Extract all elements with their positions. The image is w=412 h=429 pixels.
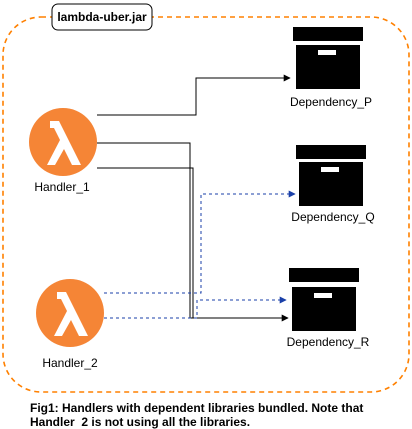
archive-box-icon bbox=[296, 145, 366, 206]
connector-handler1-dependency-p bbox=[97, 74, 291, 116]
connector-handler1-dependency-r bbox=[97, 142, 289, 322]
lambda-icon bbox=[29, 108, 97, 176]
archive-box-icon bbox=[293, 27, 363, 89]
lambda-icon bbox=[36, 279, 104, 347]
dependency-q-label: Dependency_Q bbox=[291, 210, 374, 224]
dependency-r-label: Dependency_R bbox=[287, 335, 370, 349]
connector-handler2-dependency-q bbox=[104, 190, 296, 294]
archive-box-icon bbox=[289, 268, 359, 331]
handler-2-label: Handler_2 bbox=[42, 356, 98, 370]
jar-title-box bbox=[51, 3, 153, 31]
figure-caption: Fig1: Handlers with dependent libraries … bbox=[30, 401, 405, 429]
dependency-p-label: Dependency_P bbox=[290, 95, 372, 109]
handler-1-label: Handler_1 bbox=[34, 180, 90, 194]
caption-line-1: Fig1: Handlers with dependent libraries … bbox=[30, 401, 364, 415]
jar-title: lambda-uber.jar bbox=[57, 10, 147, 24]
caption-line-2: Handler 2 is not using all the libraries… bbox=[30, 415, 251, 429]
jar-container bbox=[2, 16, 410, 393]
connector-handler2-dependency-r bbox=[104, 296, 287, 319]
connector-handler1-branch bbox=[97, 167, 194, 318]
